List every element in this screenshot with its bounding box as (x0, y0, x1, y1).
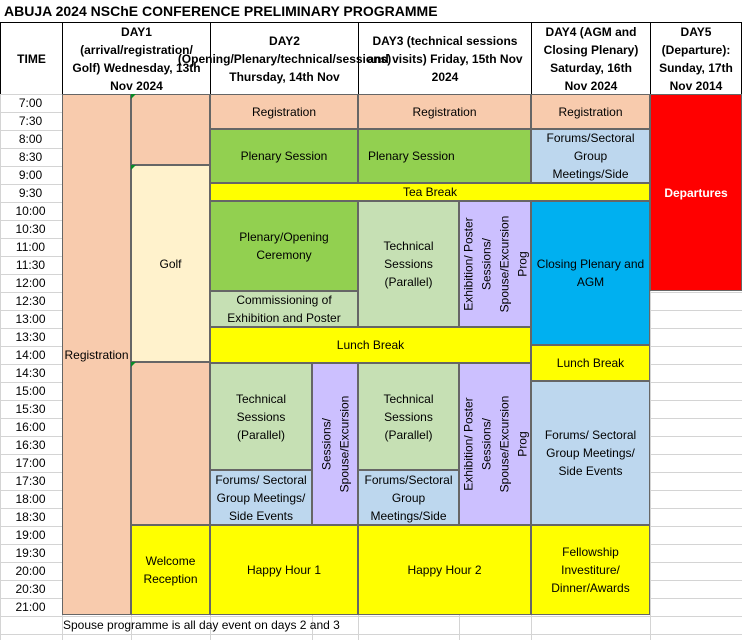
day2-technical-sessions[interactable]: Technical Sessions (Parallel) (210, 363, 312, 470)
time-label: 10:00 (15, 204, 46, 218)
time-label: 13:00 (15, 312, 46, 326)
day2-exhibition-label: Exhibition/ Poster Sessions/ Spouse/Excu… (312, 395, 358, 493)
time-label: 8:30 (18, 150, 43, 164)
day4-forums-am[interactable]: Forums/Sectoral Group Meetings/Side (531, 129, 650, 183)
day4-fellowship[interactable]: Fellowship Investiture/ Dinner/Awards (531, 525, 650, 615)
header-day1: DAY1 (arrival/registration/ Golf) Wednes… (62, 22, 210, 94)
time-label: 11:00 (15, 240, 46, 254)
footnote: Spouse programme is all day event on day… (63, 618, 340, 632)
time-label: 11:30 (15, 258, 46, 272)
time-label: 20:00 (15, 564, 46, 578)
time-label: 15:30 (15, 402, 46, 416)
day3-exhibition-am[interactable]: Exhibition/ Poster Sessions/ Spouse/Excu… (459, 201, 531, 327)
time-label: 19:30 (15, 546, 46, 560)
time-label: 9:30 (18, 186, 43, 200)
time-label: 12:30 (15, 294, 46, 308)
day2-commissioning[interactable]: Commissioning of Exhibition and Poster (210, 291, 358, 327)
day4-forums-pm[interactable]: Forums/ Sectoral Group Meetings/ Side Ev… (531, 381, 650, 525)
day1-welcome-reception[interactable]: Welcome Reception (131, 525, 210, 615)
day3-happy-hour[interactable]: Happy Hour 2 (358, 525, 531, 615)
header-day4: DAY4 (AGM and Closing Plenary) Saturday,… (531, 22, 650, 94)
day1-registration-lower[interactable] (131, 362, 210, 525)
day1-registration-upper[interactable] (131, 94, 210, 165)
time-label: 16:30 (15, 438, 46, 452)
day2-happy-hour[interactable]: Happy Hour 1 (210, 525, 358, 615)
day1-golf[interactable]: Golf (131, 165, 210, 362)
time-label: 19:00 (15, 528, 46, 542)
comment-indicator (131, 165, 136, 170)
day3-plenary-session[interactable]: Plenary Session (358, 129, 531, 183)
day3-exhibition-am-label: Exhibition/ Poster Sessions/ Spouse/Excu… (461, 215, 529, 313)
day3-technical-sessions-pm[interactable]: Technical Sessions (Parallel) (358, 363, 459, 470)
time-label: 17:00 (15, 456, 46, 470)
time-label: 9:00 (18, 168, 43, 182)
time-label: 20:30 (15, 582, 46, 596)
time-label: 15:00 (15, 384, 46, 398)
day3-exhibition-pm[interactable]: Exhibition/ Poster Sessions/ Spouse/Excu… (459, 363, 531, 525)
day3-exhibition-pm-label: Exhibition/ Poster Sessions/ Spouse/Excu… (461, 395, 529, 493)
time-label: 14:30 (15, 366, 46, 380)
time-label: 10:30 (15, 222, 46, 236)
time-label: 18:00 (15, 492, 46, 506)
lunch-break[interactable]: Lunch Break (210, 327, 531, 363)
day3-registration[interactable]: Registration (358, 94, 531, 129)
grid-line (0, 616, 742, 617)
time-label: 21:00 (15, 600, 46, 614)
day3-forums[interactable]: Forums/Sectoral Group Meetings/Side (358, 470, 459, 525)
day2-forums[interactable]: Forums/ Sectoral Group Meetings/ Side Ev… (210, 470, 312, 525)
header-time: TIME (0, 22, 62, 94)
tea-break[interactable]: Tea Break (210, 183, 650, 201)
time-label: 14:00 (15, 348, 46, 362)
day1-registration[interactable]: Registration (62, 94, 131, 615)
comment-indicator (131, 362, 136, 367)
day2-registration[interactable]: Registration (210, 94, 358, 129)
day5-departures[interactable]: Departures (650, 94, 742, 291)
day4-registration[interactable]: Registration (531, 94, 650, 129)
grid-line (650, 94, 651, 640)
time-label: 17:30 (15, 474, 46, 488)
time-label: 12:00 (15, 276, 46, 290)
day2-opening-ceremony[interactable]: Plenary/Opening Ceremony (210, 201, 358, 291)
day4-lunch-break[interactable]: Lunch Break (531, 345, 650, 381)
header-day2: DAY2 (Opening/Plenary/technical/sessions… (178, 22, 391, 94)
day3-technical-sessions-am[interactable]: Technical Sessions (Parallel) (358, 201, 459, 327)
header-day3: DAY3 (technical sessions and visits) Fri… (358, 22, 531, 94)
time-label: 16:00 (15, 420, 46, 434)
day2-plenary-session[interactable]: Plenary Session (210, 129, 358, 183)
page-title: ABUJA 2024 NSChE CONFERENCE PRELIMINARY … (4, 3, 438, 19)
header-day5: DAY5 (Departure): Sunday, 17th Nov 2014 (650, 22, 742, 94)
time-label: 18:30 (15, 510, 46, 524)
day4-closing-plenary[interactable]: Closing Plenary and AGM (531, 201, 650, 345)
day2-exhibition[interactable]: Exhibition/ Poster Sessions/ Spouse/Excu… (312, 363, 358, 525)
time-label: 8:00 (18, 132, 43, 146)
grid-line (0, 634, 742, 635)
time-label: 13:30 (15, 330, 46, 344)
time-label: 7:30 (18, 114, 43, 128)
time-label: 7:00 (18, 96, 43, 110)
grid-line (0, 94, 1, 640)
comment-indicator (131, 94, 136, 99)
